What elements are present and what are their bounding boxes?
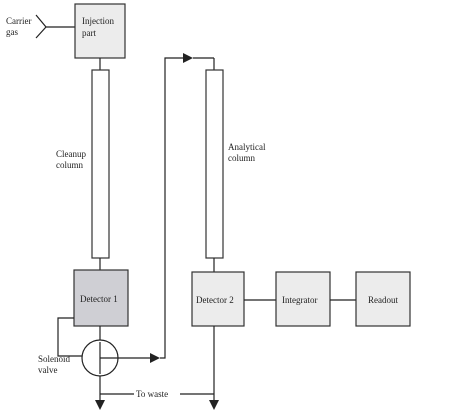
to-waste-label: To waste — [136, 389, 168, 399]
cleanup-column — [91, 69, 110, 259]
integrator-box: Integrator — [275, 271, 331, 327]
analytical-column-label-line1: Analytical — [228, 142, 266, 152]
carrier-gas-inlet-arrow — [35, 14, 75, 39]
cleanup-column-label-line1: Cleanup — [56, 149, 86, 159]
valve-bypass-line — [57, 317, 86, 357]
solenoid-valve — [81, 339, 119, 377]
analytical-column — [205, 69, 224, 259]
cleanup-column-label-line2: column — [56, 160, 83, 170]
carrier-gas-label-line1: Carrier — [6, 16, 31, 26]
readout-label: Readout — [368, 295, 398, 305]
solenoid-valve-label-line1: Solenoid — [38, 354, 71, 364]
readout-box: Readout — [355, 271, 411, 327]
injection-port-box: Injection part — [74, 3, 126, 59]
carrier-gas-label-line2: gas — [6, 27, 18, 37]
detector-1-box: Detector 1 — [73, 269, 129, 327]
injection-port-label-line2: part — [82, 28, 96, 38]
valve-to-waste-arrow — [95, 376, 105, 410]
detector-1-label: Detector 1 — [80, 294, 118, 304]
solenoid-valve-label-line2: valve — [38, 365, 58, 375]
analytical-column-label-line2: column — [228, 153, 255, 163]
valve-to-analytical-route — [118, 53, 215, 363]
integrator-label: Integrator — [282, 295, 317, 305]
injection-port-label-line1: Injection — [82, 16, 114, 26]
waste-label-bg — [134, 388, 180, 399]
detector-2-box: Detector 2 — [191, 271, 245, 327]
detector-2-label: Detector 2 — [196, 295, 234, 305]
detector2-to-waste-arrow — [209, 326, 219, 410]
